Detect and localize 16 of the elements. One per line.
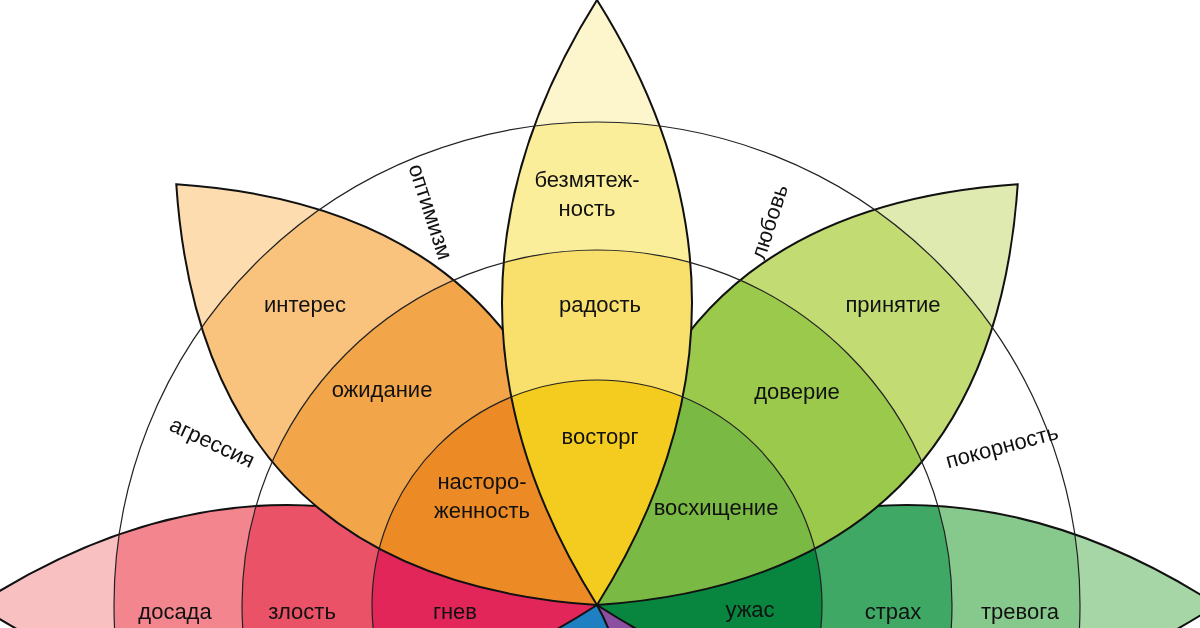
emotion-label: тревога bbox=[981, 597, 1059, 627]
ring-label: любовь bbox=[744, 180, 795, 264]
emotion-label: доверие bbox=[754, 377, 840, 407]
emotion-label: восхищение bbox=[653, 493, 779, 523]
emotion-label: ожидание bbox=[331, 375, 433, 405]
emotion-label: ужас bbox=[725, 595, 775, 625]
emotion-label: интерес bbox=[264, 290, 346, 320]
emotion-label: насторо- женность bbox=[417, 468, 547, 526]
emotion-label: гнев bbox=[432, 597, 478, 627]
emotion-label: радость bbox=[558, 290, 642, 320]
emotion-label: безмятеж- ность bbox=[522, 166, 652, 224]
emotion-label: злость bbox=[268, 597, 336, 627]
emotion-label: досада bbox=[138, 597, 212, 627]
emotion-label: страх bbox=[864, 597, 922, 627]
emotion-label: принятие bbox=[845, 290, 941, 320]
emotion-label: восторг bbox=[561, 422, 639, 452]
